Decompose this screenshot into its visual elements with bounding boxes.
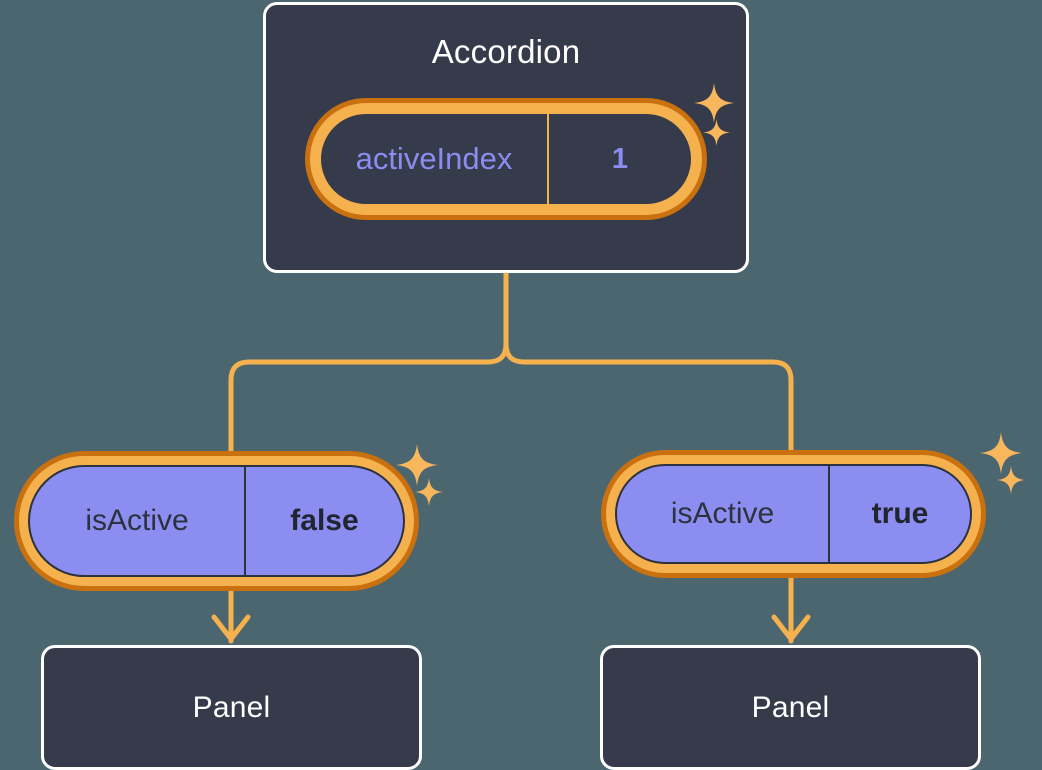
state-key-label: activeIndex [321,114,549,204]
component-card-panel-right[interactable]: Panel [600,645,981,770]
arrowhead-right [771,614,811,642]
sparkle-icon [415,478,443,506]
page-title: Accordion [431,33,581,70]
state-pill-body: activeIndex 1 [319,112,693,206]
state-pill-ring: isActive true [606,455,981,573]
panel-title: Panel [751,690,830,724]
state-pill-body: isActive false [28,465,405,577]
state-value-label: false [290,504,359,537]
state-pill-isactive-left[interactable]: isActive false [14,451,419,591]
state-key-label: isActive [30,467,246,575]
sparkle-icon [980,432,1022,474]
panel-title: Panel [192,690,271,724]
state-pill-ring: activeIndex 1 [310,103,702,215]
component-card-panel-left[interactable]: Panel [41,645,422,770]
state-value-label: 1 [611,142,629,175]
state-pill-activeindex[interactable]: activeIndex 1 [305,98,707,220]
state-pill-ring: isActive false [19,456,414,586]
arrowhead-left [211,614,251,642]
state-pill-isactive-right[interactable]: isActive true [601,450,986,578]
state-value-label: true [871,497,929,530]
connector-branch-left [228,341,509,454]
sparkle-icon [997,466,1025,494]
connector-branch-right [503,341,794,453]
state-key-label: isActive [617,466,830,562]
state-pill-body: isActive true [615,464,972,564]
